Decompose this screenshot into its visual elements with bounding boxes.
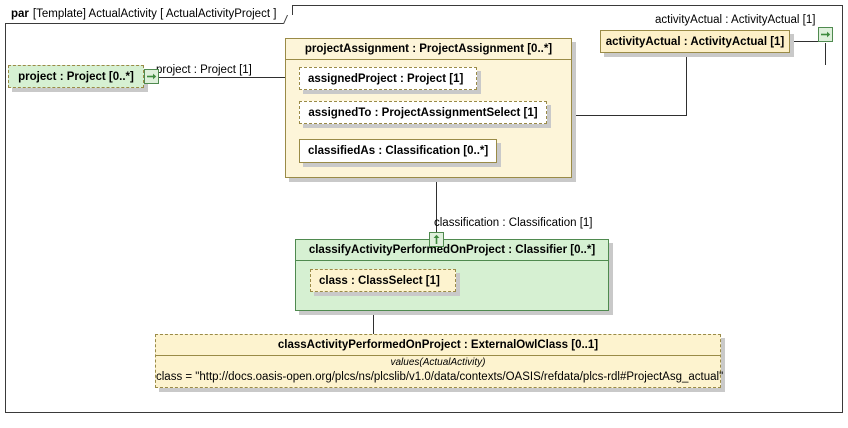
part-classified-as[interactable]: classifiedAs : Classification [0..*] xyxy=(299,139,497,163)
part-assigned-project[interactable]: assignedProject : Project [1] xyxy=(299,67,477,90)
connector-activityactual-to-port xyxy=(790,41,818,42)
port-arrow-up-icon-classification[interactable] xyxy=(429,232,444,247)
edge-label-project: project : Project [1] xyxy=(156,64,252,76)
part-class-activity[interactable]: classActivityPerformedOnProject : Extern… xyxy=(155,334,724,388)
edge-label-activity-actual: activityActual : ActivityActual [1] xyxy=(655,14,816,26)
class-activity-values-compartment: values(ActualActivity) class = "http://d… xyxy=(156,356,724,384)
frame-title: [Template] ActualActivity [ ActualActivi… xyxy=(32,8,277,20)
part-activity-actual[interactable]: activityActual : ActivityActual [1] xyxy=(600,30,790,53)
part-classified-as-label: classifiedAs : Classification [0..*] xyxy=(308,145,489,157)
connector-assignedto-horizontal xyxy=(550,115,686,116)
connector-classifiedas-to-classification xyxy=(436,163,437,236)
part-project[interactable]: project : Project [0..*] xyxy=(8,65,144,88)
part-project-label: project : Project [0..*] xyxy=(18,70,134,83)
part-class-activity-label: classActivityPerformedOnProject : Extern… xyxy=(156,335,720,356)
connector-classselect-to-externalowlclass xyxy=(373,297,374,334)
part-class-select-label: class : ClassSelect [1] xyxy=(319,274,440,287)
connector-port-stub-vertical xyxy=(825,43,826,65)
values-stereotype-label: values(ActualActivity) xyxy=(390,357,486,368)
frame-keyword: par xyxy=(11,8,29,20)
part-activity-actual-label: activityActual : ActivityActual [1] xyxy=(605,35,785,48)
part-assigned-to[interactable]: assignedTo : ProjectAssignmentSelect [1] xyxy=(299,101,547,124)
port-arrow-right-icon-activity-actual[interactable] xyxy=(818,27,833,42)
part-classify-activity-label: classifyActivityPerformedOnProject : Cla… xyxy=(296,240,608,261)
part-classify-activity[interactable]: classifyActivityPerformedOnProject : Cla… xyxy=(295,239,609,311)
part-class-select[interactable]: class : ClassSelect [1] xyxy=(310,269,456,292)
values-assignment-line: class = "http://docs.oasis-open.org/plcs… xyxy=(156,370,724,383)
part-assigned-project-label: assignedProject : Project [1] xyxy=(308,72,464,85)
edge-label-classification: classification : Classification [1] xyxy=(434,217,593,229)
part-project-assignment-label: projectAssignment : ProjectAssignment [0… xyxy=(286,39,571,60)
port-arrow-right-icon-project[interactable] xyxy=(144,69,159,84)
part-project-assignment[interactable]: projectAssignment : ProjectAssignment [0… xyxy=(285,38,572,178)
part-assigned-to-label: assignedTo : ProjectAssignmentSelect [1] xyxy=(308,106,538,119)
connector-assignedto-vertical xyxy=(686,41,687,116)
frame-header-tab: par [Template] ActualActivity [ ActualAc… xyxy=(5,5,294,24)
connector-project-to-assignedproject xyxy=(152,77,291,78)
